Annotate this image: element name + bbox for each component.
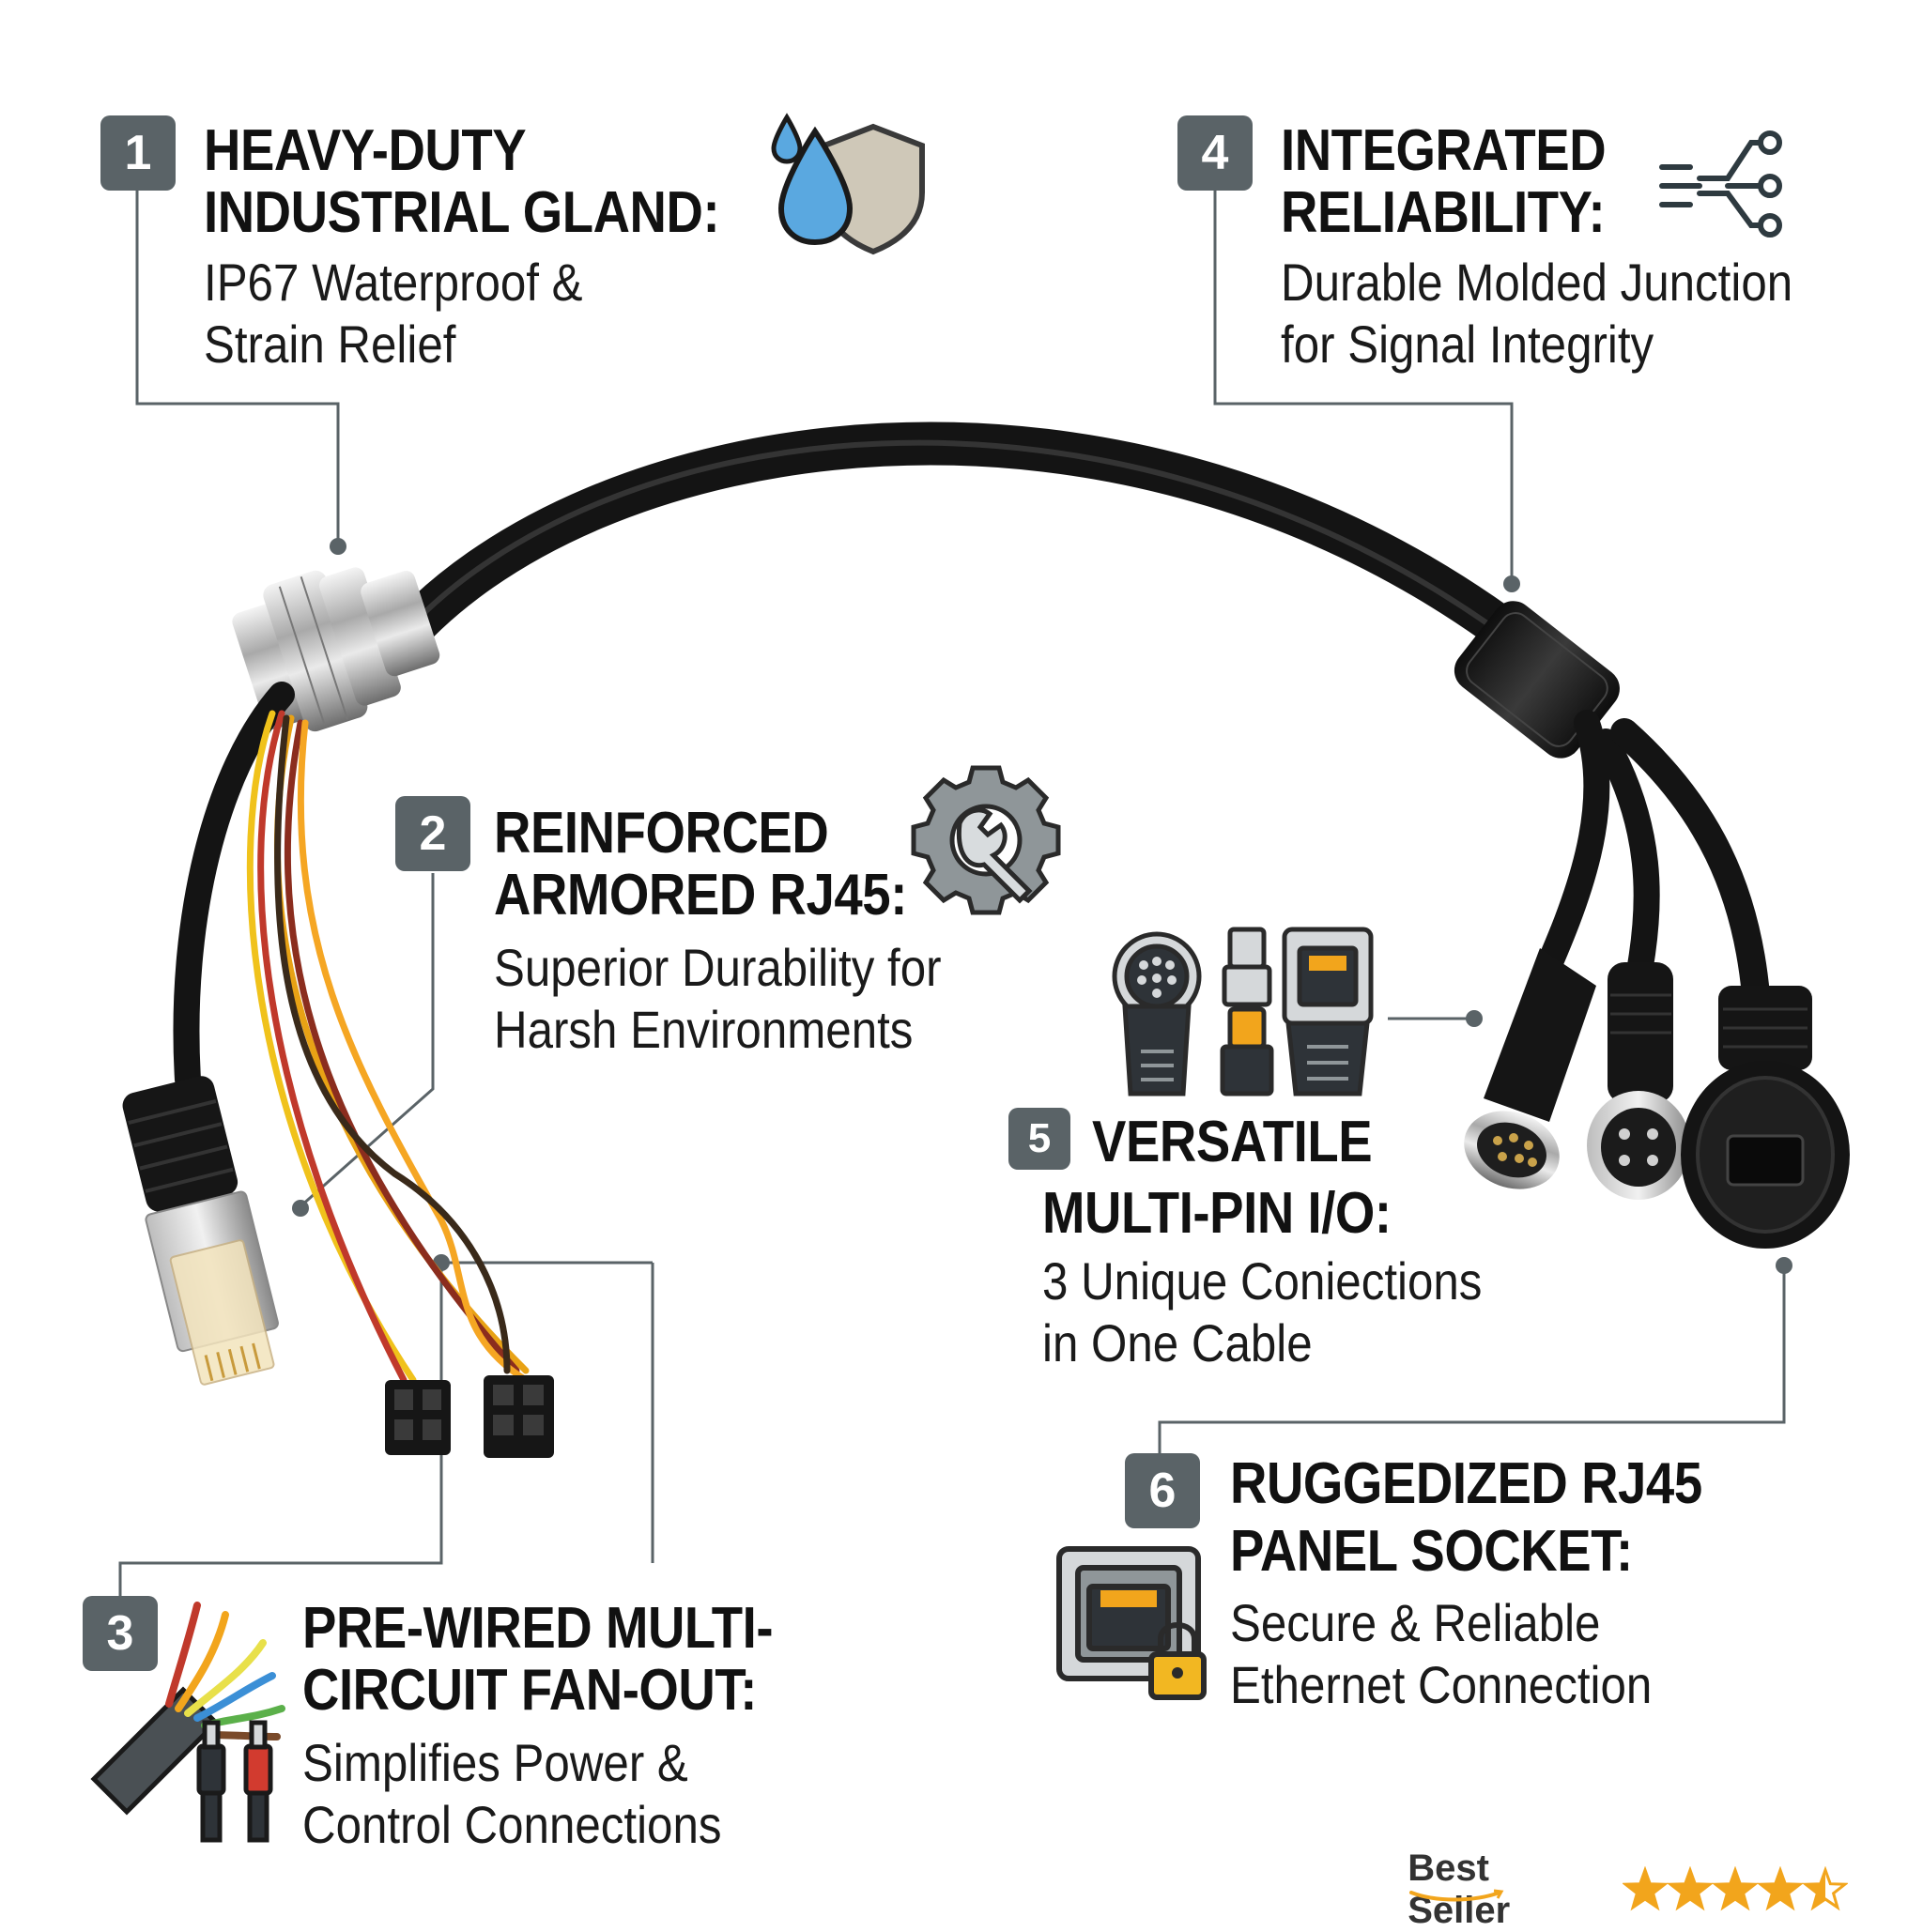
callout-6-title-line2: PANEL SOCKET: bbox=[1230, 1519, 1633, 1584]
callout-1-title-line1: HEAVY-DUTY bbox=[204, 118, 527, 183]
branch-cable-3 bbox=[1610, 718, 1770, 1009]
star-rating bbox=[1623, 1866, 1848, 1911]
branch-cable-1 bbox=[1527, 710, 1610, 999]
leader-line-1 bbox=[135, 188, 340, 544]
fanout-black-cable bbox=[173, 682, 295, 1093]
branch-cable-2 bbox=[1592, 728, 1660, 989]
leader-dots bbox=[292, 538, 1792, 1274]
star-1 bbox=[1625, 1870, 1665, 1908]
m12-connector bbox=[1587, 962, 1690, 1200]
badge-2: 2 bbox=[395, 796, 470, 871]
callout-5-title-line2: MULTI-PIN I/O: bbox=[1042, 1181, 1392, 1246]
signal-split-icon bbox=[1659, 130, 1782, 238]
smile-swoosh-icon bbox=[1409, 1889, 1504, 1902]
badge-5: 5 bbox=[1008, 1108, 1070, 1170]
callout-6-desc-line1: Secure & Reliable bbox=[1230, 1593, 1601, 1652]
callout-2-desc-line2: Harsh Environments bbox=[494, 1000, 914, 1059]
rj45-socket-connector bbox=[1681, 986, 1850, 1249]
star-5 bbox=[1806, 1870, 1825, 1908]
callout-4-desc-line1: Durable Molded Junction bbox=[1281, 253, 1793, 312]
callout-3-title-line2: CIRCUIT FAN-OUT: bbox=[302, 1658, 757, 1723]
gear-wrench-icon bbox=[911, 765, 1061, 915]
callout-5-title-line1: VERSATILE bbox=[1092, 1110, 1373, 1174]
star-4 bbox=[1761, 1870, 1800, 1908]
badge-3: 3 bbox=[83, 1596, 158, 1671]
wire-bundle-icon bbox=[90, 1602, 285, 1843]
fanout-wires bbox=[246, 710, 530, 1384]
badge-1: 1 bbox=[100, 115, 176, 191]
callout-6-title-line1: RUGGEDIZED RJ45 bbox=[1230, 1451, 1702, 1516]
badge-4: 4 bbox=[1177, 115, 1253, 191]
callout-1-title-line2: INDUSTRIAL GLAND: bbox=[204, 180, 720, 245]
callout-4-desc-line2: for Signal Integrity bbox=[1281, 314, 1654, 374]
waterproof-shield-icon bbox=[771, 113, 925, 255]
locked-socket-icon bbox=[1056, 1546, 1207, 1700]
callout-2-title-line1: REINFORCED bbox=[494, 801, 829, 866]
leader-line-4 bbox=[1213, 188, 1514, 582]
best-seller-badge: Best Seller bbox=[1408, 1848, 1848, 1932]
connectors-icon bbox=[1112, 927, 1374, 1096]
din-connector bbox=[1464, 948, 1596, 1189]
leader-line-2 bbox=[300, 873, 435, 1208]
callout-5-desc-line1: 3 Unique Conіections bbox=[1042, 1251, 1483, 1311]
cable-gland bbox=[232, 567, 440, 732]
molex-connector-2 bbox=[484, 1375, 554, 1458]
star-3 bbox=[1715, 1870, 1755, 1908]
callout-4-title-line1: INTEGRATED bbox=[1281, 118, 1607, 183]
leader-line-6 bbox=[1158, 1265, 1786, 1455]
callout-1-desc-line1: IP67 Waterproof & bbox=[204, 253, 583, 312]
armored-rj45-plug bbox=[122, 1076, 279, 1386]
callout-2-title-line2: ARMORED RJ45: bbox=[494, 863, 907, 928]
callout-3-desc-line1: Simplifies Power & bbox=[302, 1733, 688, 1792]
molex-connector-1 bbox=[385, 1380, 451, 1455]
callout-5-desc-line2: in One Cable bbox=[1042, 1313, 1313, 1372]
callout-1-desc-line2: Strain Relief bbox=[204, 314, 456, 374]
callout-4-title-line2: RELIABILITY: bbox=[1281, 180, 1606, 245]
callout-6-desc-line2: Ethernet Connection bbox=[1230, 1655, 1653, 1714]
callout-2-desc-line1: Superior Durability for bbox=[494, 938, 942, 997]
badge-6: 6 bbox=[1125, 1453, 1200, 1528]
callout-3-desc-line2: Control Connections bbox=[302, 1795, 722, 1854]
star-2 bbox=[1670, 1870, 1710, 1908]
callout-3-title-line1: PRE-WIRED MULTI- bbox=[302, 1596, 774, 1661]
